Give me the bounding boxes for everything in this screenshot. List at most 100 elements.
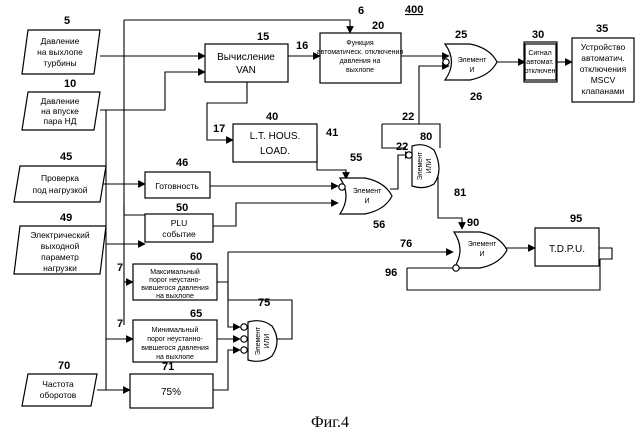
- svg-text:60: 60: [190, 251, 202, 263]
- svg-text:параметр: параметр: [41, 252, 79, 262]
- svg-text:И: И: [469, 67, 474, 74]
- svg-text:75%: 75%: [161, 387, 181, 398]
- svg-text:турбины: турбины: [43, 58, 76, 68]
- signal-96: 96: [385, 267, 397, 279]
- svg-text:ИЛИ: ИЛИ: [426, 159, 433, 174]
- input-electrical-load: 49 Электрический выходной параметр нагру…: [14, 212, 106, 274]
- svg-text:оборотов: оборотов: [40, 390, 77, 400]
- block-lt-house-load: 40 L.T. HOUS. LOAD.: [233, 111, 317, 162]
- input-pressure-inlet: 10 Давление на впуске пара НД: [22, 78, 100, 130]
- block-exhaust-trip-function: 20 Функция автоматическ. отключения давл…: [317, 20, 404, 83]
- svg-text:25: 25: [455, 29, 467, 41]
- svg-text:L.T. HOUS.: L.T. HOUS.: [250, 131, 301, 142]
- block-tdpu: 95 T.D.P.U.: [535, 213, 599, 266]
- svg-text:90: 90: [467, 217, 479, 229]
- input-pressure-exhaust: 5 Давление на выхлопе турбины: [22, 15, 100, 74]
- svg-text:PLU: PLU: [171, 218, 188, 228]
- svg-text:Элемент: Элемент: [417, 151, 424, 180]
- signal-81: 81: [454, 187, 466, 199]
- svg-text:ИЛИ: ИЛИ: [264, 334, 271, 349]
- gate-and-90: 90 Элемент И: [453, 217, 507, 271]
- svg-text:выхлопе: выхлопе: [346, 67, 374, 74]
- svg-text:автоматич.: автоматич.: [581, 53, 624, 63]
- signal-26: 26: [470, 91, 482, 103]
- svg-text:порог неустано-: порог неустано-: [149, 277, 201, 284]
- svg-text:5: 5: [64, 15, 70, 27]
- signal-76: 76: [400, 238, 412, 250]
- svg-text:на выхлопе: на выхлопе: [37, 47, 83, 57]
- svg-text:LOAD.: LOAD.: [260, 146, 290, 157]
- svg-text:VAN: VAN: [236, 65, 256, 76]
- signal-6: 6: [358, 5, 364, 17]
- svg-text:Элемент: Элемент: [353, 188, 382, 195]
- svg-text:на выхлопе: на выхлопе: [156, 293, 194, 300]
- gate-and-55: 55 Элемент И: [339, 152, 392, 214]
- svg-text:45: 45: [60, 151, 72, 163]
- signal-17: 17: [213, 123, 225, 135]
- svg-text:10: 10: [64, 78, 76, 90]
- svg-text:Максимальный: Максимальный: [150, 268, 200, 276]
- svg-text:клапанами: клапанами: [582, 86, 625, 96]
- svg-text:35: 35: [596, 23, 608, 35]
- svg-text:порог неустанно-: порог неустанно-: [147, 336, 203, 343]
- svg-text:70: 70: [58, 360, 70, 372]
- block-75-percent: 71 75%: [130, 361, 213, 408]
- svg-text:30: 30: [532, 29, 544, 41]
- svg-text:65: 65: [190, 308, 202, 320]
- figure-number: 400: [405, 4, 423, 16]
- signal-16: 16: [296, 40, 308, 52]
- signal-41: 41: [326, 127, 338, 139]
- signal-22-upper: 22: [402, 111, 414, 123]
- signal-56: 56: [373, 219, 385, 231]
- svg-text:Проверка: Проверка: [41, 173, 79, 183]
- block-van-calc: 15 Вычисление VAN: [205, 31, 288, 82]
- svg-text:на выхлопе: на выхлопе: [156, 354, 194, 361]
- svg-text:Элемент: Элемент: [468, 241, 497, 248]
- svg-text:71: 71: [162, 361, 174, 373]
- svg-text:нагрузки: нагрузки: [43, 263, 77, 273]
- block-readiness: 46 Готовность: [145, 157, 210, 198]
- block-max-threshold: 60 Максимальный порог неустано- вившегос…: [133, 251, 217, 300]
- svg-text:95: 95: [570, 213, 582, 225]
- svg-text:пара НД: пара НД: [43, 116, 76, 126]
- svg-text:отключения: отключения: [580, 64, 627, 74]
- svg-text:И: И: [479, 251, 484, 258]
- signal-7-lower: 7: [117, 318, 123, 330]
- figure-caption: Фиг.4: [311, 414, 349, 431]
- svg-text:давления на: давления на: [340, 58, 381, 65]
- svg-text:под нагрузкой: под нагрузкой: [32, 185, 87, 195]
- svg-text:40: 40: [266, 111, 278, 123]
- svg-text:отключен: отключен: [525, 68, 556, 75]
- svg-text:выходной: выходной: [41, 241, 80, 251]
- svg-text:50: 50: [176, 202, 188, 214]
- svg-text:Электрический: Электрический: [30, 230, 90, 240]
- svg-text:автомат.: автомат.: [526, 59, 553, 66]
- svg-text:Частота: Частота: [42, 379, 74, 389]
- svg-text:автоматическ. отключения: автоматическ. отключения: [317, 49, 404, 56]
- svg-text:MSCV: MSCV: [591, 75, 616, 85]
- svg-text:15: 15: [257, 31, 269, 43]
- signal-7-upper: 7: [117, 262, 123, 274]
- svg-text:Элемент: Элемент: [458, 57, 487, 64]
- svg-text:Вычисление: Вычисление: [217, 52, 275, 63]
- svg-text:Устройство: Устройство: [581, 42, 626, 52]
- input-load-check: 45 Проверка под нагрузкой: [14, 151, 106, 202]
- svg-text:80: 80: [420, 131, 432, 143]
- block-plu-event: 50 PLU событие: [145, 202, 213, 242]
- svg-text:И: И: [364, 198, 369, 205]
- gate-or-80: 80 Элемент ИЛИ: [406, 131, 439, 188]
- svg-text:Готовность: Готовность: [155, 181, 199, 191]
- svg-text:46: 46: [176, 157, 188, 169]
- gate-or-75: 75 Элемент ИЛИ: [241, 297, 277, 361]
- svg-text:вившегося давления: вившегося давления: [141, 285, 209, 292]
- svg-text:Давление: Давление: [41, 36, 80, 46]
- signal-22-lower: 22: [396, 141, 408, 153]
- svg-text:событие: событие: [162, 229, 196, 239]
- svg-text:Сигнал: Сигнал: [528, 50, 551, 57]
- svg-text:49: 49: [60, 212, 72, 224]
- svg-text:Элемент: Элемент: [255, 326, 262, 355]
- svg-text:вившегося давления: вившегося давления: [141, 345, 209, 352]
- svg-text:Давление: Давление: [41, 96, 80, 106]
- svg-text:20: 20: [372, 20, 384, 32]
